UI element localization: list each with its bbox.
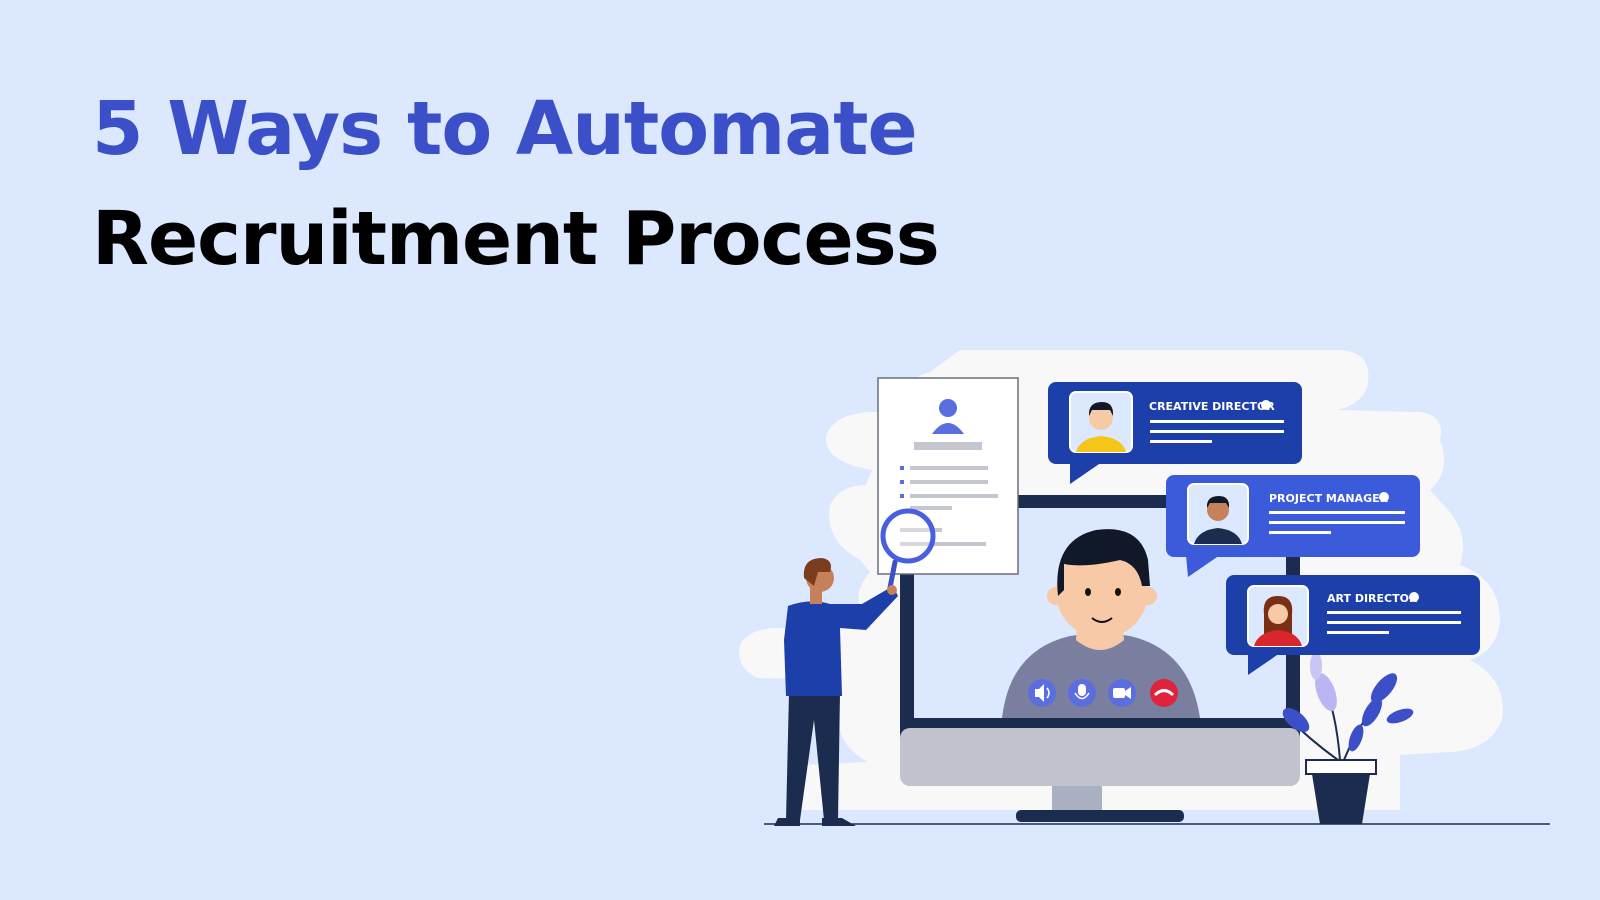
speaker-icon[interactable] <box>1028 679 1056 707</box>
potted-plant <box>1282 652 1414 824</box>
man-yellow-shirt-avatar <box>1076 402 1126 452</box>
bubble-label-art-director: ART DIRECTOR <box>1327 592 1418 605</box>
chat-bubble-art-director: ART DIRECTOR <box>1226 575 1480 675</box>
bubble-label-creative-director: CREATIVE DIRECTOR <box>1149 400 1275 413</box>
standing-man <box>774 558 898 826</box>
title-line-1: 5 Ways to Automate <box>92 86 918 172</box>
microphone-icon[interactable] <box>1068 679 1096 707</box>
woman-red-shirt-avatar <box>1254 596 1302 646</box>
video-camera-icon[interactable] <box>1108 679 1136 707</box>
chat-bubble-creative-director: CREATIVE DIRECTOR <box>1048 382 1302 484</box>
end-call-icon[interactable] <box>1150 679 1178 707</box>
chat-bubble-project-manager: PROJECT MANAGER <box>1166 475 1420 577</box>
call-controls <box>1028 679 1178 707</box>
man-dark-shirt-avatar <box>1194 496 1242 544</box>
bubble-label-project-manager: PROJECT MANAGER <box>1269 492 1389 505</box>
title-line-2: Recruitment Process <box>92 196 940 282</box>
resume-document <box>877 377 1019 575</box>
